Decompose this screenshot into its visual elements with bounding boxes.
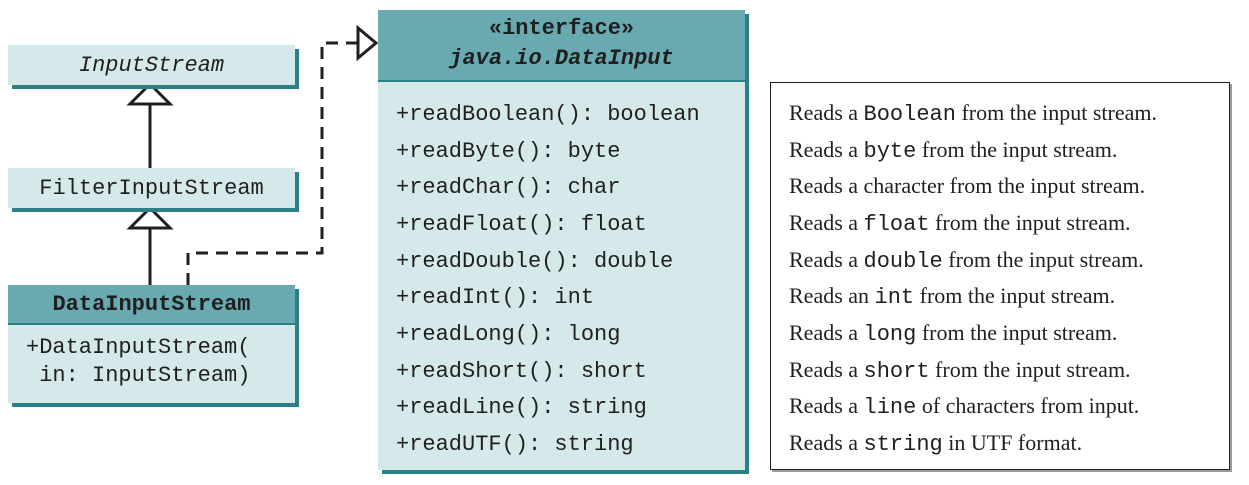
desc-readint: Reads an int from the input stream. bbox=[789, 283, 1116, 310]
method-readfloat: +readFloat(): float bbox=[396, 212, 647, 237]
desc-readline: Reads a line of characters from input. bbox=[789, 393, 1140, 420]
desc-readdouble: Reads a double from the input stream. bbox=[789, 247, 1144, 274]
input-stream-class: InputStream bbox=[8, 45, 295, 85]
method-readint: +readInt(): int bbox=[396, 285, 595, 310]
desc-readchar: Reads a character from the input stream. bbox=[789, 173, 1146, 198]
method-readlong: +readLong(): long bbox=[396, 322, 621, 347]
inheritance-arrowhead-filter bbox=[126, 205, 174, 230]
inheritance-arrowhead-input bbox=[126, 81, 174, 106]
desc-readshort: Reads a short from the input stream. bbox=[789, 357, 1131, 384]
desc-readfloat: Reads a float from the input stream. bbox=[789, 210, 1131, 237]
method-readshort: +readShort(): short bbox=[396, 359, 647, 384]
desc-readboolean: Reads a Boolean from the input stream. bbox=[789, 100, 1157, 127]
desc-readutf: Reads a string in UTF format. bbox=[789, 430, 1083, 457]
desc-readbyte: Reads a byte from the input stream. bbox=[789, 137, 1118, 164]
method-readbyte: +readByte(): byte bbox=[396, 139, 621, 164]
interface-title: java.io.DataInput bbox=[449, 46, 674, 71]
data-input-header: «interface» java.io.DataInput bbox=[378, 10, 745, 82]
data-input-methods: +readBoolean(): boolean +readByte(): byt… bbox=[378, 82, 745, 470]
constructor-line-2: in: InputStream) bbox=[26, 363, 251, 388]
data-input-stream-title: DataInputStream bbox=[52, 291, 251, 317]
data-input-interface: «interface» java.io.DataInput +readBoole… bbox=[378, 10, 745, 470]
data-input-stream-class: DataInputStream +DataInputStream( in: In… bbox=[8, 285, 295, 403]
desc-readlong: Reads a long from the input stream. bbox=[789, 320, 1118, 347]
data-input-stream-body: +DataInputStream( in: InputStream) bbox=[8, 325, 295, 403]
input-stream-title: InputStream bbox=[78, 52, 225, 78]
realization-line bbox=[186, 41, 358, 285]
stereotype-label: «interface» bbox=[488, 16, 635, 41]
method-readutf: +readUTF(): string bbox=[396, 432, 634, 457]
filter-input-stream-class: FilterInputStream bbox=[8, 168, 295, 208]
method-readdouble: +readDouble(): double bbox=[396, 249, 674, 274]
data-input-stream-header: DataInputStream bbox=[8, 285, 295, 325]
method-readboolean: +readBoolean(): boolean bbox=[396, 102, 700, 127]
realization-arrowhead bbox=[356, 24, 379, 62]
filter-input-stream-title: FilterInputStream bbox=[39, 175, 264, 201]
description-box: Reads a Boolean from the input stream. R… bbox=[770, 82, 1230, 470]
method-readchar: +readChar(): char bbox=[396, 175, 621, 200]
method-readline: +readLine(): string bbox=[396, 395, 647, 420]
constructor-line-1: +DataInputStream( bbox=[26, 335, 251, 360]
